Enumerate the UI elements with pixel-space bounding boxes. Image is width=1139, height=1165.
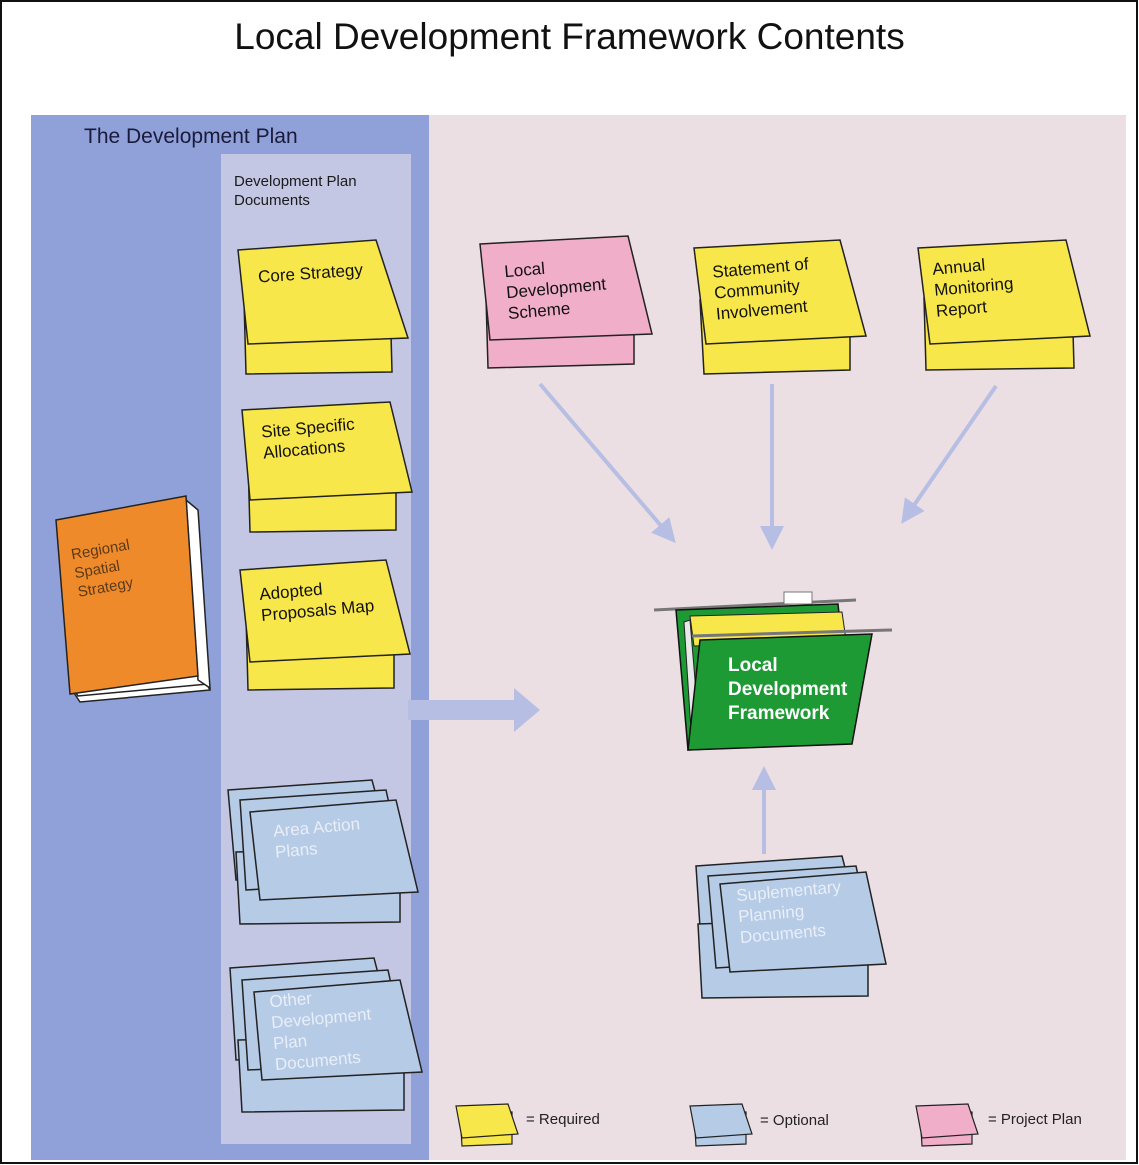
- legend-swatch-project-plan: [915, 1103, 979, 1147]
- framework-folder: [653, 591, 893, 751]
- arrow-dpd-to-ldf: [408, 688, 540, 732]
- lds-label: Local Development Scheme: [503, 258, 607, 324]
- legend-optional-text: = Optional: [760, 1112, 829, 1129]
- doc-local-development-scheme: [479, 235, 653, 369]
- amr-label: Annual Monitoring Report: [931, 255, 1015, 321]
- legend-swatch-required: [455, 1103, 519, 1147]
- dpd-group-label: Development Plan Documents: [234, 173, 357, 209]
- doc-adopted-proposals: [239, 559, 411, 691]
- doc-area-action-plans: [227, 779, 419, 925]
- arrow-amr-to-ldf: [901, 384, 998, 524]
- doc-site-specific: [241, 401, 413, 533]
- doc-core-strategy: [237, 239, 410, 375]
- arrows: [408, 382, 998, 854]
- regional-strategy-booklet: [55, 495, 212, 703]
- framework-label: Local Development Framework: [728, 655, 848, 724]
- development-plan-label: The Development Plan: [84, 125, 298, 148]
- other-dpds-label: Other Development Plan Documents: [268, 988, 372, 1075]
- sci-label: Statement of Community Involvement: [711, 254, 810, 324]
- legend-required-text: = Required: [526, 1111, 600, 1128]
- arrow-lds-to-ldf: [538, 382, 676, 544]
- supplementary-label: Suplementary Planning Documents: [735, 877, 842, 948]
- legend-swatch-optional: [689, 1103, 753, 1147]
- diagram-title: Local Development Framework Contents: [234, 16, 905, 57]
- doc-annual-monitoring: [917, 239, 1091, 371]
- doc-supplementary: [695, 855, 887, 999]
- legend-project-plan-text: = Project Plan: [988, 1111, 1082, 1128]
- doc-statement-community: [693, 239, 867, 375]
- doc-other-dpds: [229, 957, 423, 1113]
